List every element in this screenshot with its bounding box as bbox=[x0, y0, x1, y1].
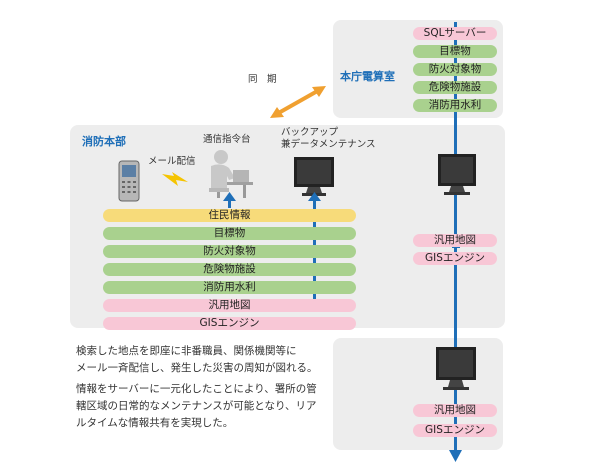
hq-item-landmarks: 目標物 bbox=[103, 227, 356, 240]
server-item-fire-prevention: 防火対象物 bbox=[413, 63, 497, 76]
sync-label: 同 期 bbox=[248, 74, 277, 85]
station-general-map: 汎用地図 bbox=[413, 404, 497, 417]
backup-up-arrow bbox=[308, 192, 321, 201]
server-room-title: 本庁電算室 bbox=[340, 70, 395, 83]
data-maintenance-label: 兼データメンテナンス bbox=[281, 139, 376, 150]
server-item-water: 消防用水利 bbox=[413, 99, 497, 112]
dispatch-up-arrow bbox=[223, 192, 236, 201]
line-dash bbox=[452, 246, 460, 248]
fire-hq-title: 消防本部 bbox=[82, 135, 126, 148]
mail-distribution-label: メール配信 bbox=[148, 156, 196, 167]
server-monitor-icon bbox=[438, 154, 476, 195]
dispatcher-icon bbox=[209, 150, 253, 198]
hq-item-fire-prevention: 防火対象物 bbox=[103, 245, 356, 258]
description-para2-line1: 情報をサーバーに一元化したことにより、署所の管 bbox=[76, 383, 317, 395]
server-item-landmarks: 目標物 bbox=[413, 45, 497, 58]
lightning-icon bbox=[162, 172, 188, 186]
description-para2-line2: 轄区域の日常的なメンテナンスが可能となり、リア bbox=[76, 400, 317, 412]
description-para2: 情報をサーバーに一元化したことにより、署所の管 轄区域の日常的なメンテナンスが可… bbox=[76, 381, 317, 432]
fire-hq-panel bbox=[70, 125, 505, 328]
server-item-sql: SQLサーバー bbox=[413, 27, 497, 40]
dispatch-link-line bbox=[228, 198, 231, 208]
network-line-arrow bbox=[449, 450, 462, 462]
server-item-hazardous: 危険物施設 bbox=[413, 81, 497, 94]
hq-item-gis-engine: GISエンジン bbox=[103, 317, 356, 330]
hq-side-gis-engine: GISエンジン bbox=[413, 252, 497, 265]
station-monitor-icon bbox=[436, 347, 476, 390]
hq-item-water: 消防用水利 bbox=[103, 281, 356, 294]
hq-side-general-map: 汎用地図 bbox=[413, 234, 497, 247]
mobile-phone-icon bbox=[118, 160, 140, 202]
hq-item-general-map: 汎用地図 bbox=[103, 299, 356, 312]
description-para1-line1: 検索した地点を即座に非番職員、関係機関等に bbox=[76, 345, 297, 357]
hq-item-residents: 住民情報 bbox=[103, 209, 356, 222]
sync-arrow bbox=[270, 86, 326, 118]
description-para2-line3: ルタイムな情報共有を実現した。 bbox=[76, 417, 234, 429]
dispatch-console-label: 通信指令台 bbox=[203, 134, 251, 145]
backup-label: バックアップ bbox=[281, 127, 339, 138]
backup-monitor-icon bbox=[294, 157, 334, 196]
description-para1: 検索した地点を即座に非番職員、関係機関等に メール一斉配信し、発生した災害の周知… bbox=[76, 343, 318, 377]
station-gis-engine: GISエンジン bbox=[413, 424, 497, 437]
description-para1-line2: メール一斉配信し、発生した災害の周知が図れる。 bbox=[76, 362, 318, 374]
hq-item-hazardous: 危険物施設 bbox=[103, 263, 356, 276]
